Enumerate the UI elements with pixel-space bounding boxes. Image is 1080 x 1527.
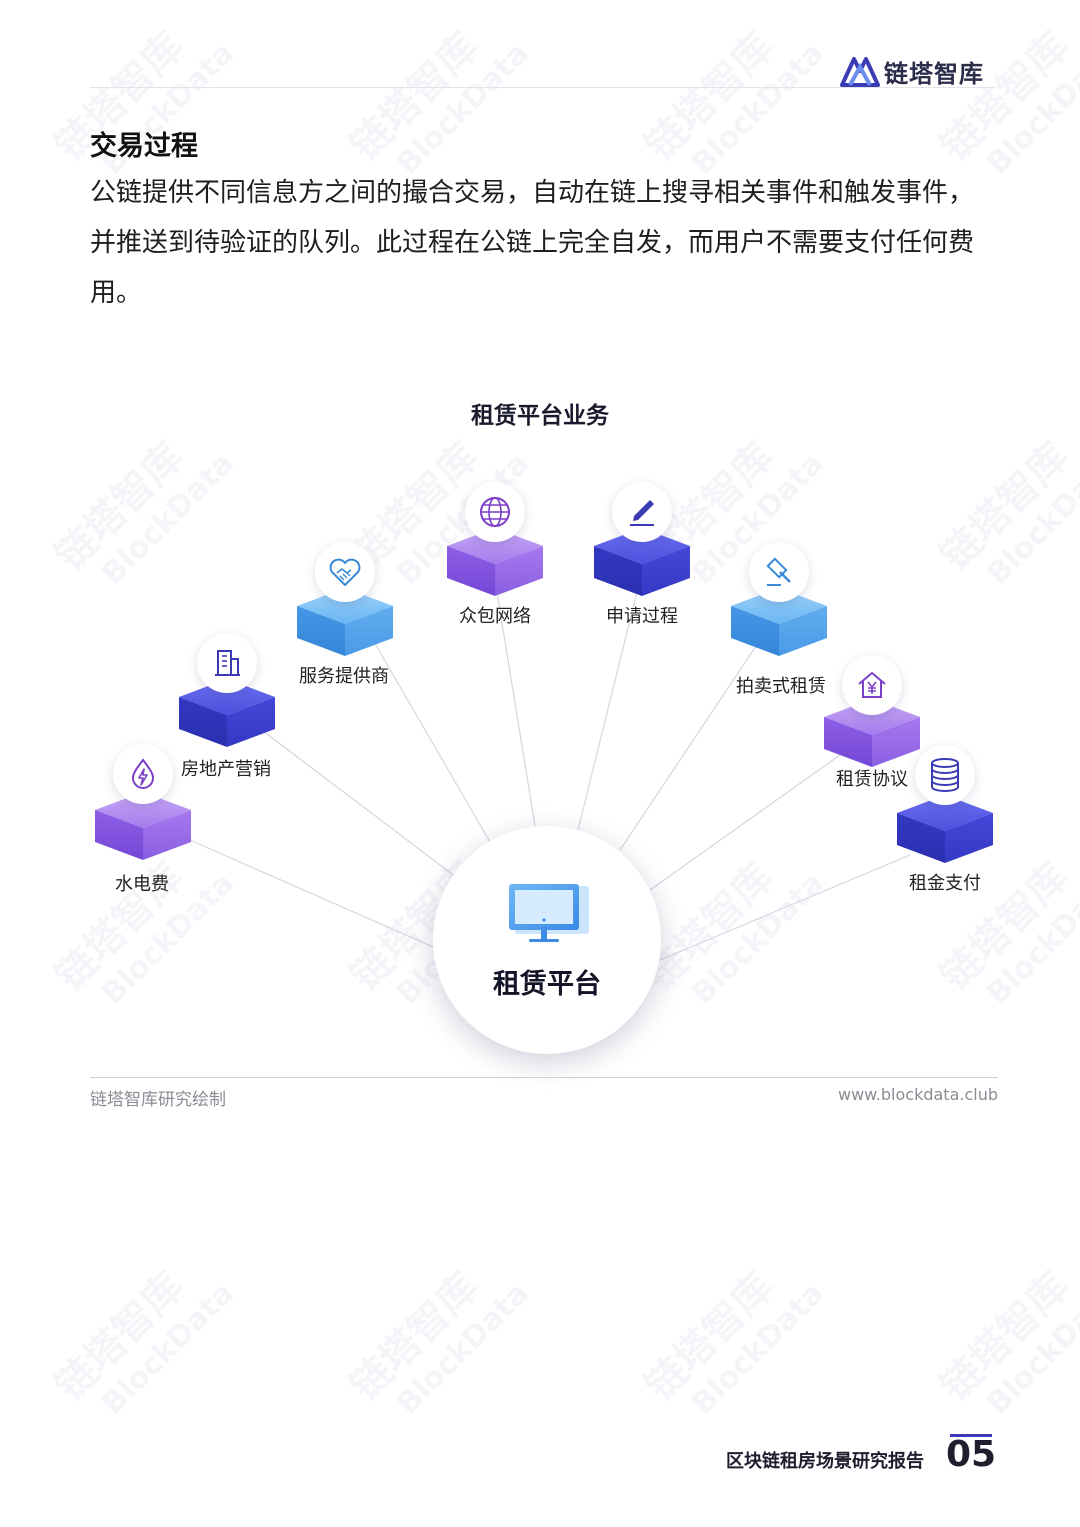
header-divider xyxy=(90,87,995,88)
source-credit: 链塔智库研究绘制 xyxy=(90,1090,226,1110)
page-number-accent xyxy=(950,1434,992,1437)
node-label: 众包网络 xyxy=(459,606,531,627)
icon-badge xyxy=(749,542,809,602)
icon-badge xyxy=(915,745,975,805)
icon-badge xyxy=(113,744,173,804)
node-label: 申请过程 xyxy=(606,606,678,627)
icon-badge xyxy=(315,542,375,602)
gavel-icon xyxy=(766,557,791,586)
brand-name: 链塔智库 xyxy=(884,59,984,88)
report-title: 区块链租房场景研究报告 xyxy=(726,1451,924,1472)
node-label: 租金支付 xyxy=(909,873,981,894)
monitor-icon xyxy=(509,884,589,942)
cube-purple xyxy=(95,792,191,860)
icon-badge xyxy=(197,633,257,693)
pen-sign-icon xyxy=(630,500,654,526)
cube-purple xyxy=(447,528,543,596)
node-label: 房地产营销 xyxy=(181,759,271,780)
node-label: 租赁协议 xyxy=(836,769,908,790)
cube-blue xyxy=(594,528,690,596)
lightning-drop-icon xyxy=(131,758,155,789)
cube-purple xyxy=(824,699,920,767)
center-label: 租赁平台 xyxy=(493,969,601,1000)
brand-logo: 链塔智库 xyxy=(840,54,984,88)
globe-icon xyxy=(480,497,510,527)
icon-badge xyxy=(842,655,902,715)
cube-blue xyxy=(897,795,993,863)
brand-mark-icon xyxy=(840,57,880,87)
source-url: www.blockdata.club xyxy=(838,1085,998,1104)
connector-water xyxy=(189,839,441,951)
section-title: 交易过程 xyxy=(90,131,198,162)
cube-skyblue xyxy=(297,588,393,656)
connector-auction xyxy=(619,639,761,851)
node-label: 拍卖式租赁 xyxy=(736,676,826,697)
connector-payment xyxy=(659,854,911,961)
connector-agreement xyxy=(649,754,841,891)
building-icon xyxy=(215,650,240,676)
connector-apply xyxy=(577,579,641,831)
connector-realestate xyxy=(254,724,461,881)
connector-crowd xyxy=(494,579,536,827)
center-platform: 租赁平台 xyxy=(433,826,661,1054)
icon-badge xyxy=(465,482,525,542)
source-divider xyxy=(90,1077,998,1078)
house-yen-icon xyxy=(858,672,886,698)
coin-stack-icon xyxy=(931,758,959,792)
page-number: 05 xyxy=(946,1434,997,1475)
icon-badge xyxy=(612,482,672,542)
diagram-title: 租赁平台业务 xyxy=(471,403,609,429)
node-label: 服务提供商 xyxy=(299,666,389,687)
cube-skyblue xyxy=(731,588,827,656)
handshake-heart-icon xyxy=(329,558,361,586)
node-label: 水电费 xyxy=(115,874,169,895)
connector-service xyxy=(369,634,491,843)
section-body: 公链提供不同信息方之间的撮合交易，自动在链上搜寻相关事件和触发事件，并推送到待验… xyxy=(90,178,975,308)
cube-blue xyxy=(179,679,275,747)
